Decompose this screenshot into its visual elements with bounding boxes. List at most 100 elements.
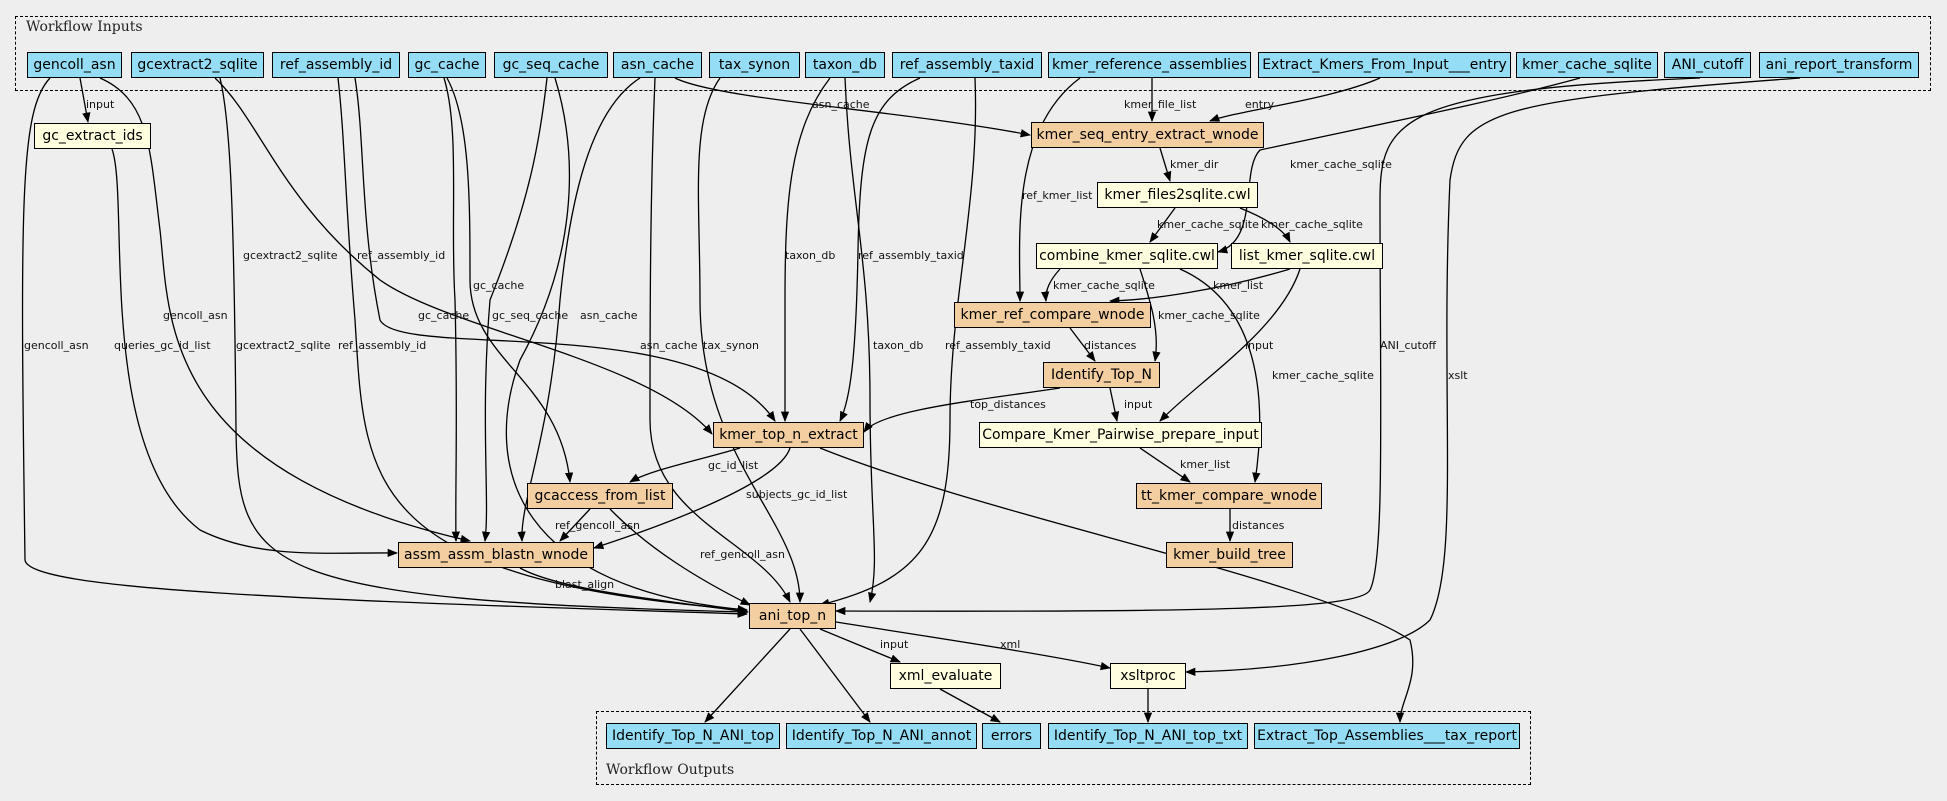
edge-label-entry: entry bbox=[1245, 98, 1275, 111]
input-kmer-cache-sqlite[interactable]: kmer_cache_sqlite bbox=[1516, 52, 1658, 78]
output-identify-top-n-ani-top[interactable]: Identify_Top_N_ANI_top bbox=[606, 723, 780, 749]
edge-input-47 bbox=[819, 628, 901, 663]
input-kmer-reference-assemblies[interactable]: kmer_reference_assemblies bbox=[1048, 52, 1251, 78]
edge-label-ref_kmer_list: ref_kmer_list bbox=[1022, 189, 1093, 202]
edge-ref_assembly_taxid-19 bbox=[818, 77, 977, 607]
step-kmer-seq-entry-extract-wnode[interactable]: kmer_seq_entry_extract_wnode bbox=[1031, 122, 1264, 148]
input-gcextract2-sqlite[interactable]: gcextract2_sqlite bbox=[131, 52, 264, 78]
input-gc-cache[interactable]: gc_cache bbox=[408, 52, 486, 78]
edge-gc_cache-9 bbox=[443, 77, 460, 543]
edge-label-kmer_file_list: kmer_file_list bbox=[1124, 98, 1197, 111]
input-asn-cache[interactable]: asn_cache bbox=[613, 52, 702, 78]
edge-blast_align-42 bbox=[519, 567, 750, 615]
output-identify-top-n-ani-top-txt[interactable]: Identify_Top_N_ANI_top_txt bbox=[1048, 723, 1248, 749]
input-ref-assembly-id[interactable]: ref_assembly_id bbox=[272, 52, 400, 78]
edge-label-kmer_cache_sqlite: kmer_cache_sqlite bbox=[1053, 279, 1155, 292]
edge-kmer_cache_sqlite-28 bbox=[1139, 268, 1161, 363]
edge-label-taxon_db: taxon_db bbox=[873, 339, 923, 352]
edge-label-input: input bbox=[1124, 398, 1153, 411]
edge-kmer_cache_sqlite-25 bbox=[1239, 207, 1291, 243]
input-tax-synon[interactable]: tax_synon bbox=[709, 52, 800, 78]
edge-asn_cache-14 bbox=[649, 77, 791, 603]
edge-label-gencoll_asn: gencoll_asn bbox=[24, 339, 89, 352]
output-extract-top-assemblies-tax-report[interactable]: Extract_Top_Assemblies___tax_report bbox=[1254, 723, 1520, 749]
output-identify-top-n-ani-annot[interactable]: Identify_Top_N_ANI_annot bbox=[786, 723, 977, 749]
edge-label-distances: distances bbox=[1084, 339, 1137, 352]
input-ref-assembly-taxid[interactable]: ref_assembly_taxid bbox=[892, 52, 1042, 78]
edge-label-distances: distances bbox=[1232, 519, 1285, 532]
edge-gc_id_list-37 bbox=[629, 447, 741, 483]
edge-label-top_distances: top_distances bbox=[970, 398, 1046, 411]
edge-gcextract2_sqlite-5 bbox=[219, 77, 749, 616]
cluster-title-inputs: Workflow Inputs bbox=[26, 19, 143, 35]
step-gcaccess-from-list[interactable]: gcaccess_from_list bbox=[527, 483, 673, 509]
edge-label-kmer_cache_sqlite: kmer_cache_sqlite bbox=[1261, 218, 1363, 231]
input-ani-report-transform[interactable]: ani_report_transform bbox=[1759, 52, 1919, 78]
edge-label-ref_gencoll_asn: ref_gencoll_asn bbox=[555, 519, 640, 532]
edge-taxon_db-17 bbox=[844, 77, 877, 604]
step-combine-kmer-sqlite[interactable]: combine_kmer_sqlite.cwl bbox=[1036, 243, 1218, 269]
step-assm-assm-blastn-wnode[interactable]: assm_assm_blastn_wnode bbox=[398, 542, 594, 568]
edge-label-asn_cache: asn_cache bbox=[580, 309, 638, 322]
edge-kmer_cache_sqlite-27 bbox=[1041, 268, 1061, 303]
input-taxon-db[interactable]: taxon_db bbox=[805, 52, 885, 78]
input-ani-cutoff[interactable]: ANI_cutoff bbox=[1664, 52, 1751, 78]
edge-gc_cache-8 bbox=[446, 77, 574, 484]
step-list-kmer-sqlite[interactable]: list_kmer_sqlite.cwl bbox=[1231, 243, 1383, 269]
edge-top_distances-33 bbox=[863, 387, 1061, 433]
edge-gc_seq_cache-10 bbox=[481, 77, 548, 543]
edge-label-taxon_db: taxon_db bbox=[785, 249, 835, 262]
edge-label-kmer_list: kmer_list bbox=[1213, 279, 1264, 292]
edge-label-ANI_cutoff: ANI_cutoff bbox=[1380, 339, 1437, 352]
edge-label-input: input bbox=[86, 98, 115, 111]
edge-label-ref_assembly_id: ref_assembly_id bbox=[357, 249, 445, 262]
cluster-title-outputs: Workflow Outputs bbox=[606, 762, 735, 778]
edge-label-queries_gc_id_list: queries_gc_id_list bbox=[114, 339, 211, 352]
edge-kmer_cache_sqlite-24 bbox=[1149, 207, 1176, 243]
edge-kmer_cache_sqlite-26 bbox=[1217, 77, 1581, 254]
input-gc-seq-cache[interactable]: gc_seq_cache bbox=[494, 52, 608, 78]
input-extract-kmers-entry[interactable]: Extract_Kmers_From_Input___entry bbox=[1258, 52, 1511, 78]
edge-ref_assembly_id-6 bbox=[337, 77, 749, 614]
step-xsltproc[interactable]: xsltproc bbox=[1110, 663, 1186, 689]
edge-label-asn_cache: asn_cache bbox=[640, 339, 698, 352]
step-kmer-ref-compare-wnode[interactable]: kmer_ref_compare_wnode bbox=[954, 302, 1151, 328]
workflow-inputs-cluster: Workflow Inputs bbox=[15, 16, 1931, 91]
edge-kmer_list-35 bbox=[1139, 447, 1191, 483]
edge-label-gc_id_list: gc_id_list bbox=[708, 459, 759, 472]
edge-label-kmer_cache_sqlite: kmer_cache_sqlite bbox=[1290, 158, 1392, 171]
step-gc-extract-ids[interactable]: gc_extract_ids bbox=[34, 123, 151, 149]
edge-label-subjects_gc_id_list: subjects_gc_id_list bbox=[746, 488, 848, 501]
input-gencoll-asn[interactable]: gencoll_asn bbox=[27, 52, 122, 78]
edge-ref_gencoll_asn-41 bbox=[609, 508, 751, 606]
step-kmer-top-n-extract[interactable]: kmer_top_n_extract bbox=[713, 422, 864, 448]
edge-input-0 bbox=[79, 77, 91, 124]
edge-ref_kmer_list-21 bbox=[1015, 77, 1081, 303]
step-ani-top-n[interactable]: ani_top_n bbox=[749, 603, 836, 629]
edge-kmer_list-30 bbox=[1108, 268, 1291, 305]
step-kmer-build-tree[interactable]: kmer_build_tree bbox=[1166, 542, 1293, 568]
edge-label-ref_assembly_taxid: ref_assembly_taxid bbox=[858, 249, 964, 262]
edge-entry-22 bbox=[1209, 77, 1381, 122]
step-tt-kmer-compare-wnode[interactable]: tt_kmer_compare_wnode bbox=[1136, 483, 1322, 509]
step-compare-kmer-pairwise-prepare-input[interactable]: Compare_Kmer_Pairwise_prepare_input bbox=[979, 422, 1262, 448]
step-kmer-files2sqlite[interactable]: kmer_files2sqlite.cwl bbox=[1097, 182, 1258, 208]
step-xml-evaluate[interactable]: xml_evaluate bbox=[890, 663, 1001, 689]
edge-label-kmer_cache_sqlite: kmer_cache_sqlite bbox=[1158, 309, 1260, 322]
output-errors[interactable]: errors bbox=[982, 723, 1041, 749]
edge-input-34 bbox=[1109, 387, 1120, 423]
edge-subjects_gc_id_list-38 bbox=[593, 447, 791, 550]
edge-label-ref_assembly_id: ref_assembly_id bbox=[338, 339, 426, 352]
edge-label-gc_cache: gc_cache bbox=[473, 279, 524, 292]
edge-label-blast_align: blast_align bbox=[555, 578, 614, 591]
edge-label-kmer_cache_sqlite: kmer_cache_sqlite bbox=[1157, 218, 1259, 231]
edge-unlabeled-11 bbox=[505, 77, 749, 614]
edge-gcextract2_sqlite-4 bbox=[214, 77, 713, 435]
edge-kmer_dir-23 bbox=[1159, 147, 1172, 182]
edge-ref_assembly_taxid-18 bbox=[839, 77, 921, 422]
edge-tax_synon-15 bbox=[697, 77, 805, 604]
edge-label-xslt: xslt bbox=[1448, 369, 1468, 382]
step-identify-top-n[interactable]: Identify_Top_N bbox=[1043, 362, 1160, 388]
edge-unlabeled-45 bbox=[704, 628, 791, 723]
